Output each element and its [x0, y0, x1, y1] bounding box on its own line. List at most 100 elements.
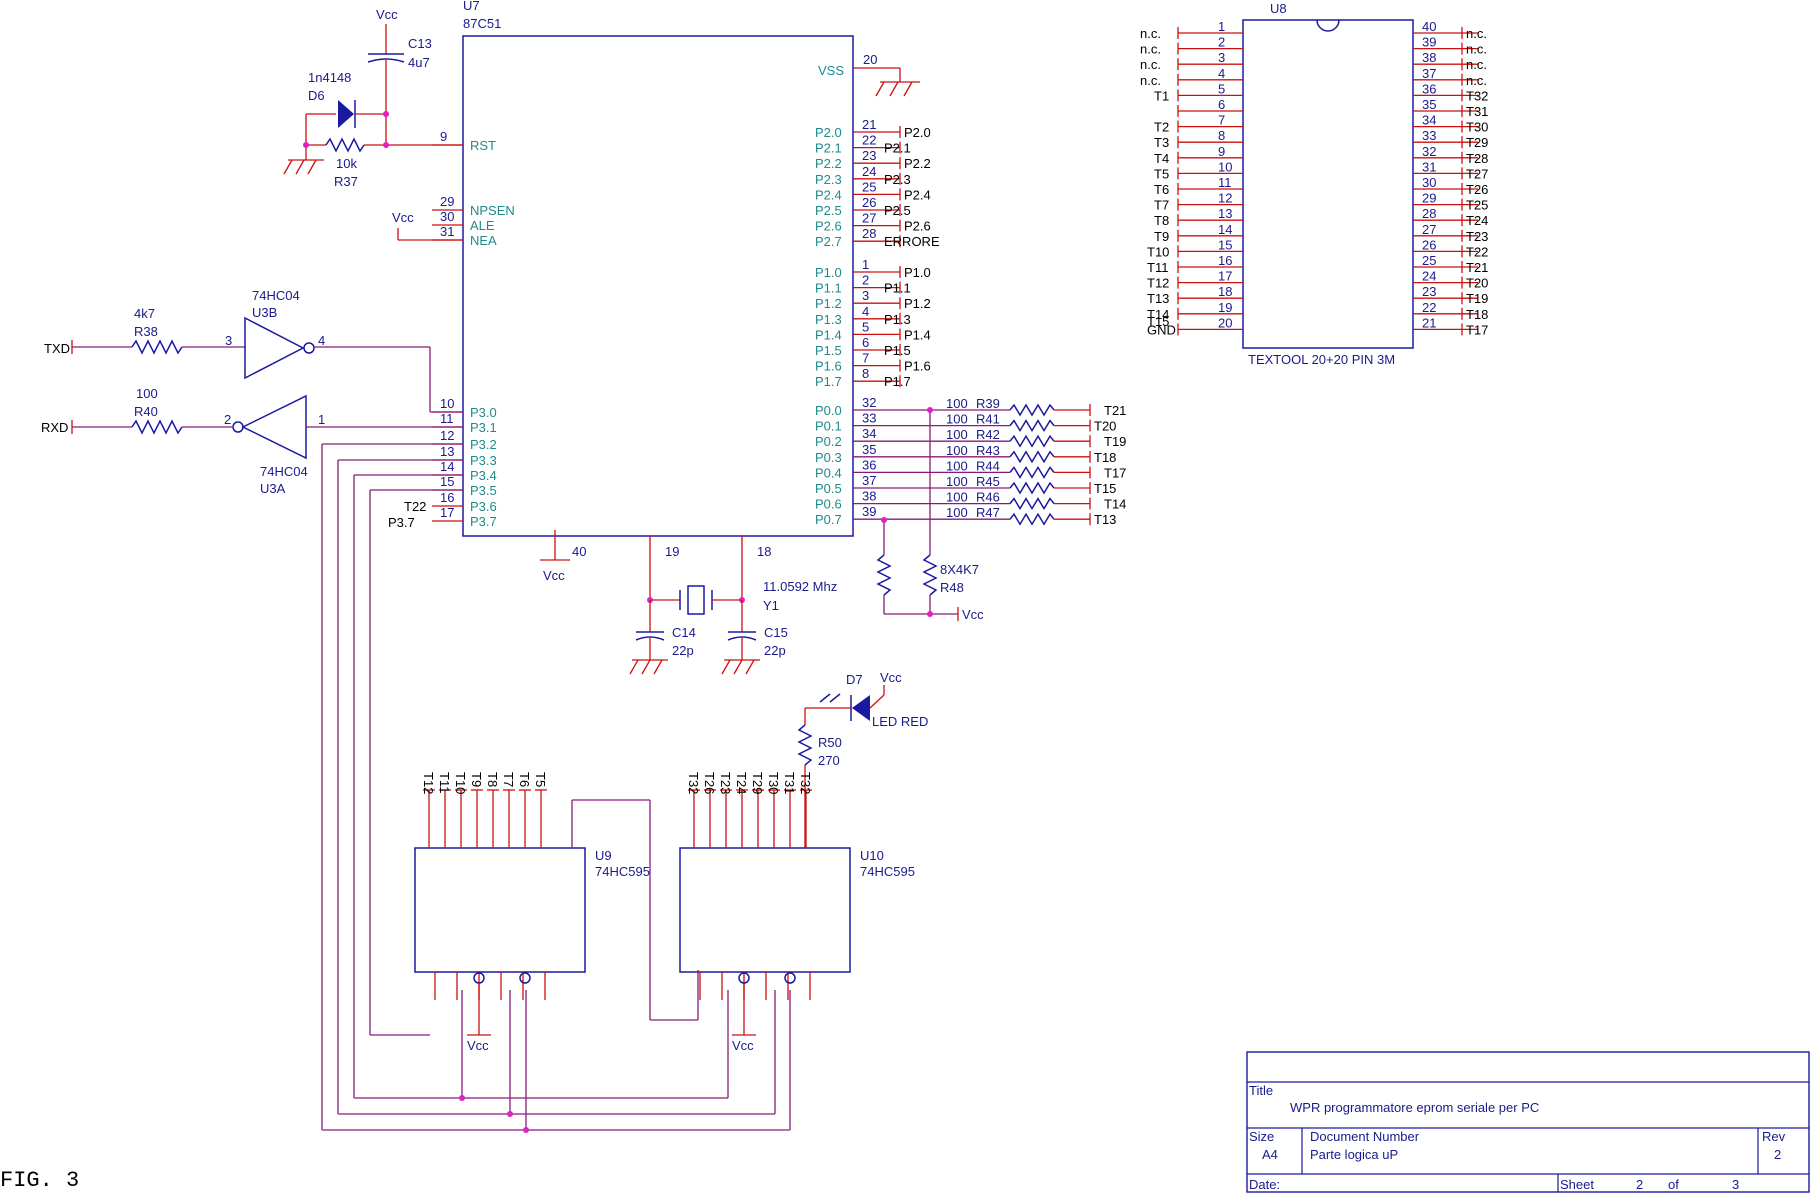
u7-p0-pin-num: 36 [862, 457, 876, 472]
u7-left-pin-num: 17 [440, 505, 454, 520]
shift-reg-top-net: T24 [734, 772, 749, 794]
u8-left-net: T11 [1147, 260, 1168, 275]
p0-net: T20 [1094, 419, 1116, 434]
shift-reg-top-net: T29 [750, 772, 765, 794]
d7-ref: D7 [846, 672, 863, 687]
u7-right-pin-num: 4 [862, 304, 869, 319]
shift-reg-top-net: T31 [782, 772, 797, 794]
tb-size-label: Size [1249, 1129, 1274, 1144]
u8-left-pin-num: 3 [1218, 50, 1225, 65]
p0-res-val: 100 [946, 458, 968, 473]
tb-title: WPR programmatore eprom seriale per PC [1290, 1100, 1539, 1115]
u8-right-net: T28 [1466, 151, 1488, 166]
u7-right-pin-num: 2 [862, 273, 869, 288]
u7-right-pin-name: P1.5 [815, 343, 842, 358]
u7-right-net: P1.0 [904, 265, 931, 280]
p0-net: T17 [1104, 465, 1126, 480]
u7-right-net: P1.1 [884, 281, 911, 296]
u7-right-pin-name: P1.2 [815, 296, 842, 311]
p0-res-ref: R41 [976, 412, 1000, 427]
shift-reg-top-net: T7 [501, 772, 516, 787]
u8-right-pin-num: 38 [1422, 50, 1436, 65]
u7-right-net: P1.5 [884, 343, 911, 358]
d7-vcc: Vcc [880, 670, 902, 685]
p0-res-ref: R47 [976, 505, 1000, 520]
c13-val: 4u7 [408, 55, 430, 70]
u7-left-pin-name: P3.6 [470, 499, 497, 514]
u8-left-net: T1 [1154, 88, 1169, 103]
u7-left-pin-name: P3.4 [470, 468, 497, 483]
u7-right-pin-name: P2.5 [815, 203, 842, 218]
u7-right-pin-name: P1.0 [815, 265, 842, 280]
u7-right-net: P2.4 [904, 187, 931, 202]
shift-reg-top-net: T5 [533, 772, 548, 787]
u7-right-pin-name: P1.3 [815, 312, 842, 327]
u8-right-net: n.c. [1466, 57, 1487, 72]
u7-right-net: P1.4 [904, 327, 931, 342]
u7-p0-pin-name: P0.0 [815, 403, 842, 418]
y1-val: 11.0592 Mhz [763, 579, 837, 594]
p0-net: T13 [1094, 512, 1116, 527]
u7-right-pin-num: 21 [862, 117, 876, 132]
u7-right-pin-num: 26 [862, 195, 876, 210]
u7-left-pin-num: 9 [440, 129, 447, 144]
figure-label: FIG. 3 [0, 1168, 79, 1193]
u3a-part: 74HC04 [260, 464, 308, 479]
u3a-in-pin: 2 [224, 412, 231, 427]
u7-left-pins: 9RST29NPSEN30ALE31NEA10P3.011P3.112P3.21… [388, 129, 515, 530]
u7-pin18: 18 [757, 544, 771, 559]
u7-right-net: P2.3 [884, 172, 911, 187]
tb-sheets: 3 [1732, 1177, 1739, 1192]
tb-size: A4 [1262, 1147, 1278, 1162]
u8-left-net: n.c. [1140, 42, 1161, 57]
shift-reg-part: 74HC595 [860, 864, 915, 879]
u7-right-net: P2.1 [884, 141, 911, 156]
u8-right-pin-num: 30 [1422, 175, 1436, 190]
u8-right-pin-num: 31 [1422, 159, 1436, 174]
p37-net: P3.7 [388, 515, 415, 530]
u8-right-pin-num: 37 [1422, 66, 1436, 81]
u7-right-net: P1.2 [904, 296, 931, 311]
p0-res-ref: R39 [976, 396, 1000, 411]
u3a-ref: U3A [260, 481, 286, 496]
u8-right-net: T26 [1466, 182, 1488, 197]
u7-left-pin-num: 15 [440, 474, 454, 489]
u7-right-pin-name: P2.1 [815, 141, 842, 156]
u7-left-pin-num: 12 [440, 428, 454, 443]
u7-p0-pin-num: 33 [862, 411, 876, 426]
shift-reg-top-net: T12 [421, 772, 436, 794]
shift-reg-ref: U10 [860, 848, 884, 863]
u7-right-pin-num: 5 [862, 319, 869, 334]
u8-right-pin-num: 25 [1422, 253, 1436, 268]
tb-docnum: Parte logica uP [1310, 1147, 1398, 1162]
c15-ref: C15 [764, 625, 788, 640]
title-block: Title WPR programmatore eprom seriale pe… [1246, 1051, 1810, 1193]
u7-pin40: 40 [572, 544, 586, 559]
rxd-label: RXD [41, 420, 68, 435]
oscillator: Vcc 40 19 18 11.0592 Mhz Y1 C14 22p C15 … [540, 530, 837, 675]
u7-right-pin-name: P1.1 [815, 281, 842, 296]
u8-right-net: T32 [1466, 88, 1488, 103]
u8-ref: U8 [1270, 1, 1287, 16]
shift-reg-top-net: T26 [702, 772, 717, 794]
u7-right-pin-name: P2.2 [815, 156, 842, 171]
u7-right-net: ERRORE [884, 234, 940, 249]
c14-val: 22p [672, 643, 694, 658]
p0-res-val: 100 [946, 474, 968, 489]
u8-left-net: T6 [1154, 182, 1169, 197]
shift-reg-top-net: T6 [517, 772, 532, 787]
shift-reg-top-net: T10 [453, 772, 468, 794]
c15-val: 22p [764, 643, 786, 658]
u8-right-net: T25 [1466, 198, 1488, 213]
u8-left-pin-num: 9 [1218, 144, 1225, 159]
r40-ref: R40 [134, 404, 158, 419]
u7-right-pin-name: P2.6 [815, 219, 842, 234]
u7-left-pin-num: 16 [440, 490, 454, 505]
u8-right-pin-num: 22 [1422, 300, 1436, 315]
u8-right-net: T27 [1466, 166, 1488, 181]
u8-left-pin-num: 4 [1218, 66, 1225, 81]
p0-res-ref: R45 [976, 474, 1000, 489]
u8-right-net: T17 [1466, 322, 1488, 337]
u7-right-pin-num: 27 [862, 211, 876, 226]
